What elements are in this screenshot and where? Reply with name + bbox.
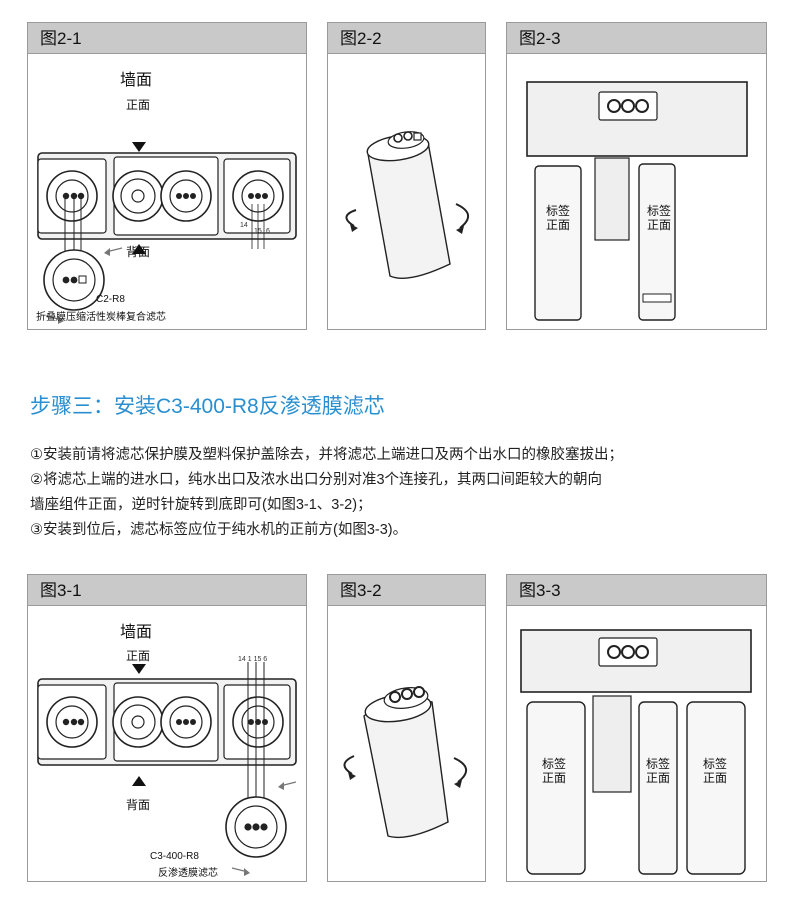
cartridge-label-line2: 正面 bbox=[546, 218, 571, 232]
mark-label: 14 1 15 6 bbox=[238, 656, 268, 663]
back-label: 背面 bbox=[126, 245, 151, 259]
cartridge-label-line2: 正面 bbox=[647, 218, 672, 232]
mark-label: 6 bbox=[266, 228, 270, 235]
step-line-3: 墙座组件正面，逆时针旋转到底即可(如图3-1、3-2)； bbox=[30, 497, 372, 513]
front-label: 正面 bbox=[126, 98, 151, 112]
figure-3-3-title: 图3-3 bbox=[507, 575, 766, 606]
wall-label: 墙面 bbox=[120, 624, 153, 641]
figure-3-2-title: 图3-2 bbox=[328, 575, 485, 606]
model-label: C3-400-R8 bbox=[150, 851, 199, 862]
cartridge-label-line1: 标签 bbox=[542, 757, 567, 771]
step-line-1: ①安装前请将滤芯保护膜及塑料保护盖除去，并将滤芯上端进口及两个出水口的橡胶塞拔出… bbox=[30, 447, 623, 463]
figure-2-3-title: 图2-3 bbox=[507, 23, 766, 54]
figure-2-3-drawing bbox=[526, 81, 748, 321]
figure-3-1-panel: 图3-1 墙面 正面 背面 14 1 15 6 C3-400-R8 反渗透 bbox=[27, 574, 307, 882]
figure-3-3-drawing bbox=[520, 629, 752, 875]
figure-2-3-panel: 图2-3 标签 正面 标签 正面 bbox=[506, 22, 767, 330]
figure-2-2-panel: 图2-2 bbox=[327, 22, 486, 330]
caption-label: 反渗透膜滤芯 bbox=[158, 868, 218, 879]
figure-3-2-drawing bbox=[343, 686, 467, 839]
figure-2-1-drawing bbox=[37, 142, 297, 324]
down-arrow-icon bbox=[132, 142, 146, 152]
cartridge-label-line1: 标签 bbox=[703, 757, 728, 771]
cartridge-label-line1: 标签 bbox=[646, 757, 671, 771]
figure-3-1-title: 图3-1 bbox=[28, 575, 306, 606]
rotate-arrow-icon bbox=[345, 209, 357, 227]
up-arrow-icon bbox=[132, 244, 146, 254]
step-line-4: ③安装到位后，滤芯标签应位于纯水机的正前方(如图3-3)。 bbox=[30, 522, 408, 538]
cartridge-label-line2: 正面 bbox=[542, 771, 567, 785]
cartridge-label-line1: 标签 bbox=[546, 204, 571, 218]
model-label: C2-R8 bbox=[96, 294, 125, 305]
step-heading: 步骤三：安装C3-400-R8反渗透膜滤芯 bbox=[30, 395, 385, 418]
figure-2-2-drawing bbox=[345, 131, 469, 279]
mark-label: 15 bbox=[254, 228, 262, 235]
wall-label: 墙面 bbox=[120, 72, 153, 89]
up-arrow-icon bbox=[132, 776, 146, 786]
down-arrow-icon bbox=[132, 664, 146, 674]
figure-3-1-drawing bbox=[37, 662, 297, 876]
figure-2-2-title: 图2-2 bbox=[328, 23, 485, 54]
rotate-arrow-icon bbox=[455, 203, 469, 229]
cartridge-label-line2: 正面 bbox=[646, 771, 671, 785]
cartridge-label-line1: 标签 bbox=[647, 204, 672, 218]
rotate-arrow-icon bbox=[453, 757, 467, 783]
figure-2-1-title: 图2-1 bbox=[28, 23, 306, 54]
figure-3-3-panel: 图3-3 标签 正面 标签 正面 标签 正面 bbox=[506, 574, 767, 882]
figure-3-2-panel: 图3-2 bbox=[327, 574, 486, 882]
rotate-arrow-icon bbox=[343, 755, 355, 775]
front-label: 正面 bbox=[126, 649, 151, 663]
back-label: 背面 bbox=[126, 798, 151, 812]
figure-2-1-panel: 图2-1 bbox=[27, 22, 307, 330]
step-line-2: ②将滤芯上端的进水口，纯水出口及浓水出口分别对准3个连接孔，其两口间距较大的朝向 bbox=[30, 472, 603, 488]
mark-label: 14 bbox=[240, 222, 248, 229]
cartridge-label-line2: 正面 bbox=[703, 771, 728, 785]
caption-label: 折叠膜压缩活性炭棒复合滤芯 bbox=[36, 312, 166, 323]
